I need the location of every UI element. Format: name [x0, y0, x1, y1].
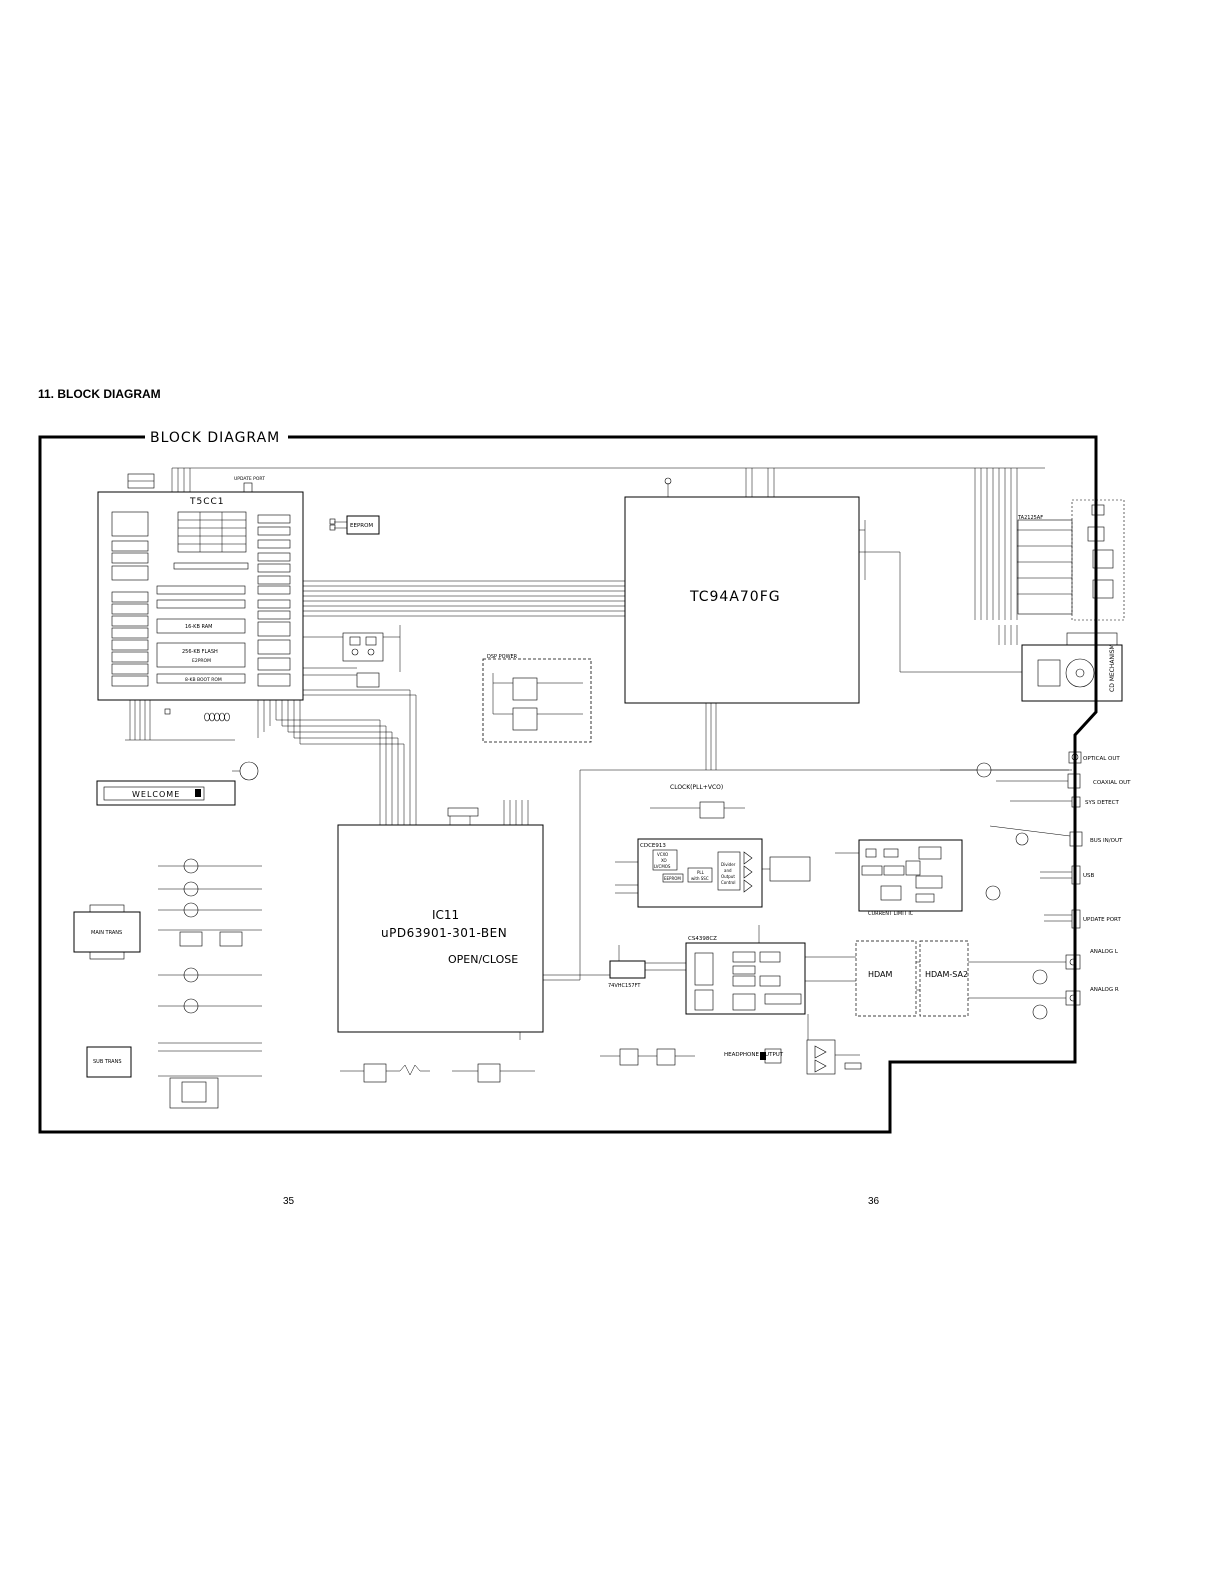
cdce-divider-3: Output — [721, 874, 735, 879]
cdce-xo: XO — [661, 858, 667, 863]
eeprom-block: EEPROM — [329, 515, 380, 535]
clock-label: CLOCK(PLL+VCO) — [670, 784, 723, 791]
t5cc1-bootrom: 8-KB BOOT ROM — [185, 677, 222, 683]
welcome-label: WELCOME — [132, 790, 180, 799]
upd-label: uPD63901-301-BEN — [381, 926, 507, 940]
output-connectors — [940, 751, 1083, 1020]
ta2125af-block: TA2125AF — [1017, 499, 1125, 621]
tc94a70fg-label: TC94A70FG — [689, 589, 781, 605]
top-bus — [171, 467, 1045, 620]
cdce913-block: CDCE913 VCXO XO LVCMOS EEPROM PLL with S… — [615, 838, 811, 908]
outer-frame — [38, 435, 1098, 1134]
cdce-pll: PLL — [697, 870, 705, 875]
hdam-sa2-block: HDAM-SA2 — [919, 940, 969, 1017]
section-title: 11. BLOCK DIAGRAM — [38, 387, 161, 401]
page-number-right: 36 — [868, 1196, 880, 1207]
bus-inout-label: BUS IN/OUT — [1090, 838, 1123, 844]
top-left-connector — [127, 473, 155, 489]
t5cc1-ic11-bus — [257, 689, 417, 825]
usb-label: USB — [1083, 873, 1095, 879]
welcome-display: WELCOME — [96, 700, 259, 806]
coaxial-out-label: COAXIAL OUT — [1093, 780, 1131, 786]
cs4398-label: CS4398CZ — [688, 936, 717, 942]
regulator-1 — [303, 625, 401, 688]
cdce-divider-4: Control — [721, 880, 735, 885]
bottom-regulators — [340, 1048, 695, 1083]
update-port-top-label: UPDATE PORT — [234, 476, 265, 482]
cdce-lvcmos: LVCMOS — [654, 864, 671, 869]
cdce913-label: CDCE913 — [640, 843, 666, 849]
analog-r-label: ANALOG R — [1090, 987, 1119, 993]
dsp-power-block: DSP POWER — [482, 654, 592, 743]
hdam-label: HDAM — [868, 970, 893, 979]
hdam-block: HDAM — [855, 940, 917, 1017]
t5cc1-label: T5CC1 — [189, 497, 225, 507]
hc157-label: 74VHC157FT — [608, 983, 641, 989]
update-port-label: UPDATE PORT — [1083, 917, 1121, 923]
ic11-label: IC11 — [432, 908, 459, 922]
ta2125af-label: TA2125AF — [1017, 515, 1043, 521]
current-limit-label: CURRENT LIMIT IC — [868, 911, 914, 917]
led-row — [164, 708, 230, 722]
tc94a70fg-block: TC94A70FG — [624, 477, 1022, 770]
t5cc1-ram: 16-KB RAM — [185, 624, 212, 630]
eeprom-label: EEPROM — [350, 523, 373, 529]
sys-detect-label: SYS DETECT — [1085, 800, 1119, 806]
cdce-divider: Divider — [721, 862, 736, 867]
headphone-label: HEADPHONE OUTPUT — [724, 1052, 784, 1058]
cdce-vcxo: VCXO — [657, 852, 668, 857]
open-close-label: OPEN/CLOSE — [448, 953, 518, 966]
main-trans-label: MAIN TRANS — [91, 930, 122, 936]
clock-block: CLOCK(PLL+VCO) — [650, 784, 745, 819]
optical-out-label: OPTICAL OUT — [1083, 756, 1120, 762]
cd-mechanism-label: CD MECHANISM — [1109, 644, 1116, 692]
cdce-eeprom: EEPROM — [664, 876, 681, 881]
sub-trans: SUB TRANS — [86, 1046, 132, 1078]
page-number-left: 35 — [283, 1196, 295, 1207]
cdce-pll-sub: with SSC — [691, 876, 709, 881]
t5cc1-flash: 256-KB FLASH — [182, 649, 218, 655]
t5cc1-flash-sub: E2PROM — [192, 658, 211, 664]
ic11-block: IC11 uPD63901-301-BEN OPEN/CLOSE — [337, 769, 1072, 1040]
headphone-block: HEADPHONE OUTPUT — [724, 1014, 862, 1075]
analog-l-label: ANALOG L — [1090, 949, 1119, 955]
hdam-sa2-label: HDAM-SA2 — [925, 970, 968, 979]
cs4398-block: CS4398CZ — [645, 925, 856, 1015]
sub-trans-label: SUB TRANS — [93, 1059, 122, 1065]
t5cc1-tc94-bus — [303, 580, 625, 617]
dsp-power-label: DSP POWER — [487, 654, 518, 660]
update-port-top: UPDATE PORT — [234, 476, 265, 493]
frame-title: BLOCK DIAGRAM — [150, 430, 280, 446]
current-limit-block: CURRENT LIMIT IC — [835, 839, 1001, 917]
hc157-block: 74VHC157FT — [608, 945, 646, 989]
power-supply — [158, 858, 262, 1109]
main-trans: MAIN TRANS — [73, 904, 141, 960]
cd-mechanism-block: CD MECHANISM — [998, 625, 1123, 702]
cdce-divider-2: and — [724, 868, 732, 873]
t5cc1-block: T5CC1 16-KB RAM 256-KB FLASH E2PROM 8-KB… — [97, 491, 304, 701]
